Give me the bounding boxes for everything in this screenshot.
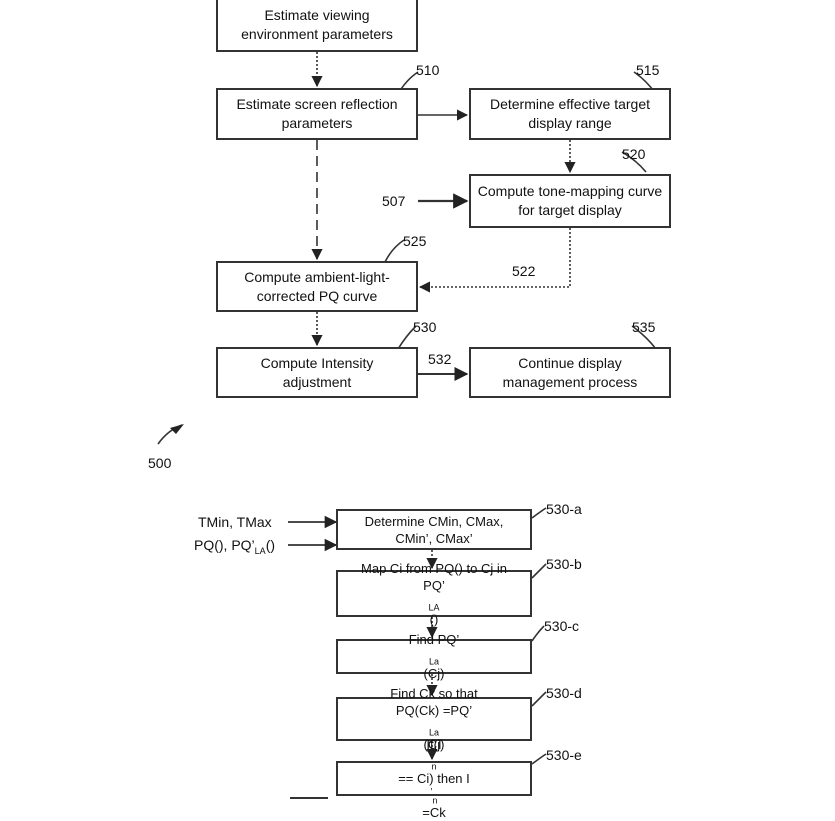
box-text: Estimate screen reflection xyxy=(236,96,398,112)
box-text: environment parameters xyxy=(241,26,393,42)
connector-layer xyxy=(157,0,657,799)
ref-520: 520 xyxy=(622,146,646,162)
box-intensity: Compute Intensity adjustment xyxy=(216,347,418,398)
box-text: for target display xyxy=(518,202,622,218)
box-text-sup: ′ xyxy=(430,786,433,797)
figure-ref-500: 500 xyxy=(148,455,172,471)
input-pq-text: PQ(), PQ’ xyxy=(194,537,255,553)
box-text: Compute tone-mapping curve xyxy=(477,183,663,199)
box-text: Determine CMin, CMax, xyxy=(364,513,504,529)
leader-535 xyxy=(631,325,657,350)
box-pq-curve: Compute ambient-light- corrected PQ curv… xyxy=(216,261,418,312)
ref-535: 535 xyxy=(632,319,656,335)
box-find-pq: Find PQ’ La(Cj) xyxy=(336,632,532,681)
box-text-part: (Cj) xyxy=(423,666,445,681)
ref-510: 510 xyxy=(416,62,440,78)
box-text-sub: La xyxy=(428,656,439,667)
ref-515: 515 xyxy=(636,62,660,78)
box-find-ck: Find Ck so that PQ(Ck) =PQ’ La(Cj) xyxy=(336,686,532,752)
input-pq-sub: LA xyxy=(254,545,266,556)
leader-530-e xyxy=(531,753,547,765)
box-target-range: Determine effective target display range xyxy=(469,88,671,140)
box-text-line2: PQ(Ck) =PQ’ La(Cj) xyxy=(396,702,472,753)
box-text: Estimate viewing xyxy=(264,7,370,23)
leader-530-b xyxy=(531,563,547,579)
box-text: display range xyxy=(528,115,612,131)
box-text: management process xyxy=(502,373,638,390)
input-pq-post: () xyxy=(265,537,276,553)
box-text-part: If(I xyxy=(426,737,442,752)
box-text: Continue display xyxy=(518,354,622,371)
leader-530 xyxy=(397,325,417,350)
box-text: CMin’, CMax’ xyxy=(395,530,473,546)
box-text: parameters xyxy=(281,115,353,131)
box-text: Find Ck so that xyxy=(390,686,478,701)
ref-530-c: 530-c xyxy=(544,618,580,634)
box-text: Map Ci from PQ() to Cj in xyxy=(361,560,507,576)
ref-530-a: 530-a xyxy=(546,501,582,517)
box-text-part: PQ(Ck) =PQ’ xyxy=(395,703,473,718)
edge-label-522: 522 xyxy=(512,263,536,279)
ref-530-d: 530-d xyxy=(546,685,582,701)
edge-label-532: 532 xyxy=(428,351,452,367)
input-pq: PQ(), PQ’LA() xyxy=(194,537,276,556)
box-text: corrected PQ curve xyxy=(256,287,378,304)
box-text-part: () xyxy=(429,611,439,627)
box-text-part: (Cj) xyxy=(423,737,445,752)
box-determine-cmin-cmax: Determine CMin, CMax, CMin’, CMax’ xyxy=(336,509,532,550)
box-continue: Continue display management process xyxy=(469,347,671,398)
box-map-ci: Map Ci from PQ() to Cj in PQ’ LA() xyxy=(336,561,532,627)
box-text: Determine effective target xyxy=(489,96,651,112)
ref-530-b: 530-b xyxy=(546,556,582,572)
leader-530-d xyxy=(531,691,547,707)
box-text-sub: n xyxy=(431,761,437,772)
box-text-sub: LA xyxy=(428,602,440,613)
box-text-line2: PQ’ LA() xyxy=(423,577,445,628)
box-text: Compute ambient-light- xyxy=(244,268,390,285)
box-text: adjustment xyxy=(282,373,352,390)
box-text-part: Find PQ’ xyxy=(408,632,460,647)
input-tmin-tmax: TMin, TMax xyxy=(198,514,272,530)
arrow-tonemap-to-pq-curve xyxy=(418,228,571,293)
box-text-sub: La xyxy=(428,727,439,738)
figure-ref-arrowhead xyxy=(170,424,184,434)
input-label-507: 507 xyxy=(382,193,406,209)
box-estimate-viewing: Estimate viewing environment parameters xyxy=(216,0,418,52)
leader-530-c xyxy=(531,625,545,642)
leader-520 xyxy=(621,151,647,173)
box-text: Compute Intensity xyxy=(260,354,374,371)
box-text-line: Find PQ’ La(Cj) xyxy=(409,631,460,682)
box-tone-mapping: Compute tone-mapping curve for target di… xyxy=(469,174,671,228)
box-text-part: =Ck xyxy=(422,805,446,820)
ref-530-e: 530-e xyxy=(546,747,582,763)
leader-525 xyxy=(384,239,405,263)
box-estimate-reflection: Estimate screen reflection parameters xyxy=(216,88,418,140)
box-text-part: PQ’ xyxy=(423,577,445,593)
box-text-part: == Ci) then I xyxy=(398,771,470,786)
leader-530-a xyxy=(531,507,547,519)
ref-530: 530 xyxy=(413,319,437,335)
ref-525: 525 xyxy=(403,233,427,249)
